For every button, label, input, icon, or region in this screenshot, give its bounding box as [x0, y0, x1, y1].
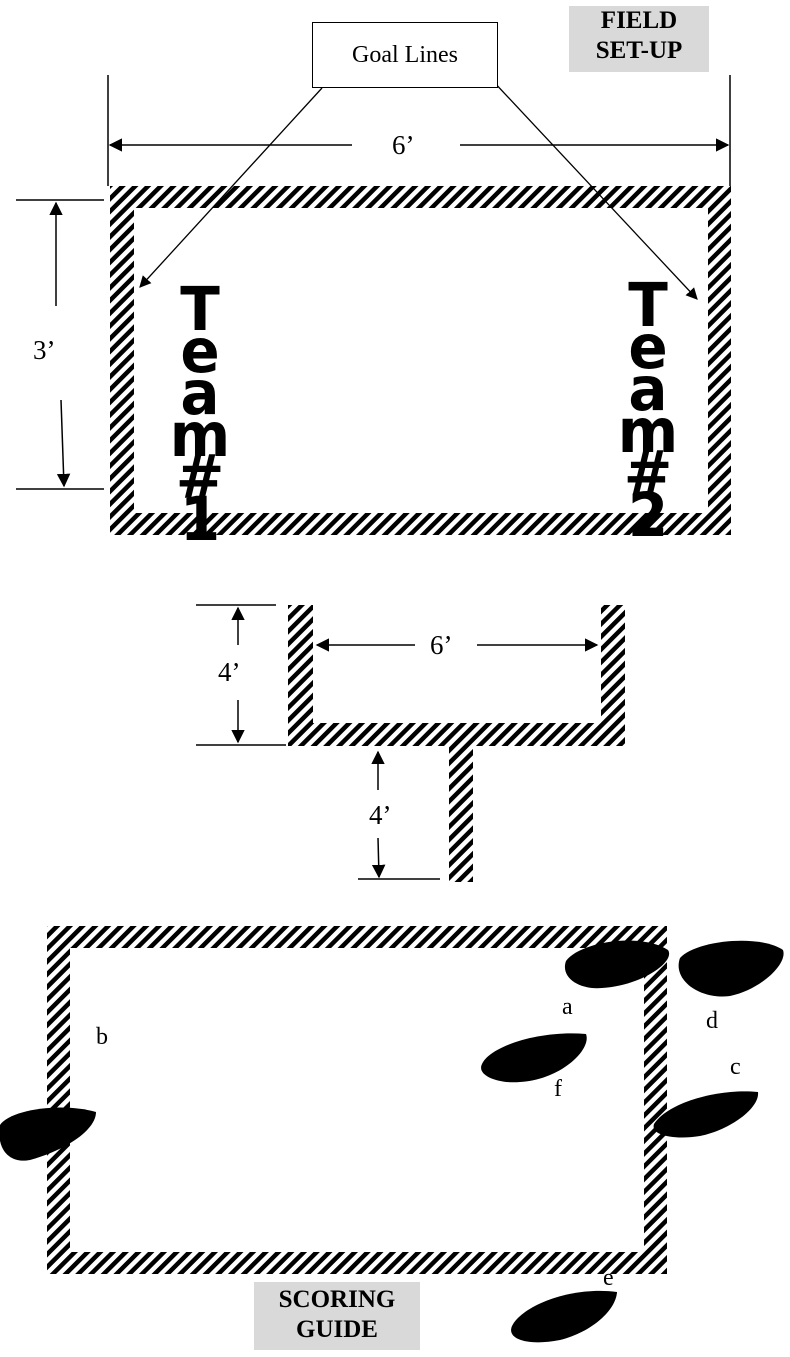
field-width-label: 6’ — [392, 130, 415, 160]
marker-c-shape — [653, 1091, 759, 1138]
team-2-char-3: m — [617, 395, 679, 467]
marker-d-shape — [678, 940, 784, 997]
marker-b-shape — [0, 1107, 96, 1161]
team-2-label: T e a m # 2 — [613, 269, 683, 551]
marker-e-shape — [511, 1290, 617, 1343]
scoring-markers — [0, 940, 784, 1343]
t-stem-height-label: 4’ — [369, 800, 392, 830]
marker-b-label: b — [96, 1024, 108, 1050]
marker-d-label: d — [706, 1008, 718, 1034]
scoring-guide-heading: SCORING GUIDE — [254, 1282, 420, 1350]
goal-lines-callout: Goal Lines — [312, 22, 498, 88]
field-height-dimension — [16, 199, 104, 490]
marker-e-label: e — [603, 1265, 614, 1291]
field-height-label: 3’ — [33, 335, 56, 365]
goal-line-pointers — [139, 79, 698, 300]
marker-a-label: a — [562, 994, 573, 1020]
marker-f-shape — [481, 1033, 587, 1083]
team-1-char-2: a — [180, 357, 220, 429]
team-2-char-5: 2 — [627, 479, 669, 551]
team-1-char-4: # — [175, 441, 225, 513]
marker-f-label: f — [554, 1076, 562, 1102]
t-upper-height-label: 4’ — [218, 657, 241, 687]
team-1-char-1: e — [180, 315, 220, 387]
t-width-label: 6’ — [430, 630, 453, 660]
field-setup-heading-line2: SET-UP — [595, 37, 683, 64]
team-1-char-5: 1 — [179, 483, 221, 555]
goal-lines-label: Goal Lines — [352, 41, 458, 68]
team-2-char-2: a — [628, 353, 668, 425]
team-2-char-1: e — [628, 311, 668, 383]
scoring-guide-heading-line1: SCORING — [278, 1286, 396, 1313]
team-1-char-0: T — [180, 273, 220, 345]
t-upper-height-dimension — [196, 604, 286, 746]
team-1-char-3: m — [169, 399, 231, 471]
team-1-label: T e a m # 1 — [165, 273, 235, 555]
team-2-char-4: # — [623, 437, 673, 509]
field-setup-heading: FIELD SET-UP — [569, 6, 709, 72]
team-2-char-0: T — [628, 269, 668, 341]
t-stem-height-dimension — [358, 750, 440, 880]
field-width-dimension — [107, 75, 731, 186]
scoring-guide-heading-line2: GUIDE — [296, 1316, 378, 1343]
field-setup-heading-line1: FIELD — [600, 7, 678, 34]
marker-c-label: c — [730, 1054, 741, 1080]
t-shaped-boundary — [288, 605, 625, 882]
marker-a-shape — [564, 940, 670, 989]
